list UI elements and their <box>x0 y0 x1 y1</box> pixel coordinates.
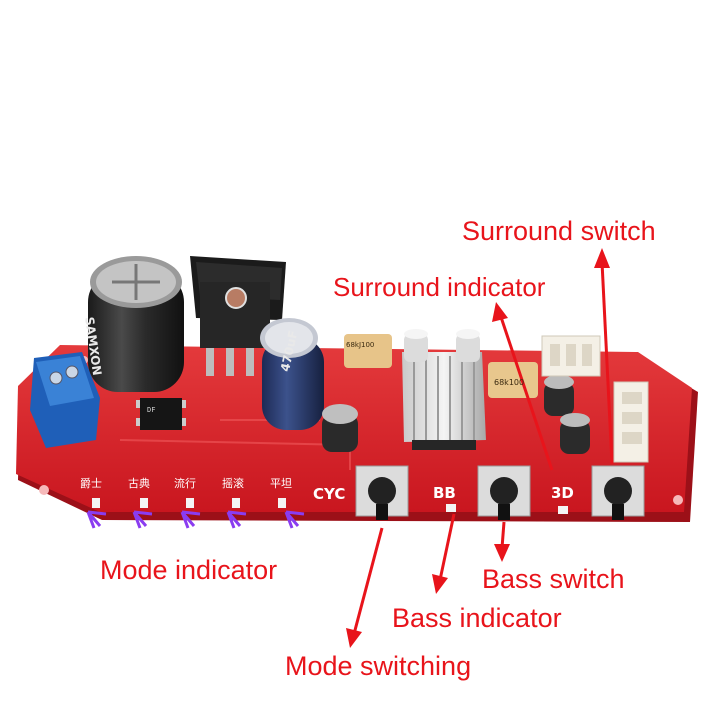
switch-3d <box>591 465 645 520</box>
label-mode-switching: Mode switching <box>285 651 472 681</box>
silkscreen-mode-jazz: 爵士 <box>80 477 102 490</box>
film-capacitor-1 <box>344 334 392 368</box>
terminal-block <box>30 352 100 448</box>
label-surround-switch: Surround switch <box>462 216 656 246</box>
large-capacitor <box>88 256 184 392</box>
silkscreen-3d: 3D <box>551 484 574 502</box>
aluminum-heatsink <box>402 352 486 450</box>
silkscreen-bb: BB <box>433 484 456 502</box>
rectifier-marking: DF <box>147 406 156 414</box>
mode-leds <box>92 498 286 508</box>
silkscreen-mode-rock: 摇滚 <box>222 477 244 490</box>
label-bass-switch: Bass switch <box>482 564 625 594</box>
purple-arrows <box>86 510 305 529</box>
bass-led <box>446 504 456 512</box>
mini-capacitors <box>404 329 480 362</box>
voltage-regulator <box>190 256 286 376</box>
silkscreen-mode-flat: 平坦 <box>270 477 292 490</box>
label-bass-indicator: Bass indicator <box>392 603 562 633</box>
silkscreen-mode-pop: 流行 <box>174 477 196 490</box>
film-cap-marking-2: 68k100 <box>494 378 525 387</box>
label-surround-indicator: Surround indicator <box>333 272 546 302</box>
label-mode-indicator: Mode indicator <box>100 555 278 585</box>
connector-top <box>541 335 601 377</box>
switch-bb <box>477 465 531 520</box>
surround-led <box>558 506 568 514</box>
small-capacitor <box>322 404 358 452</box>
blue-capacitor <box>260 318 324 430</box>
film-cap-marking-1: 68kJ100 <box>346 341 375 349</box>
silkscreen-mode-classic: 古典 <box>128 477 150 490</box>
connector-right <box>613 381 649 463</box>
switch-cyc <box>355 465 409 520</box>
right-capacitors <box>544 375 590 454</box>
red-arrows <box>346 248 614 648</box>
silkscreen-cyc: CYC <box>313 485 346 503</box>
bridge-rectifier <box>136 398 186 430</box>
